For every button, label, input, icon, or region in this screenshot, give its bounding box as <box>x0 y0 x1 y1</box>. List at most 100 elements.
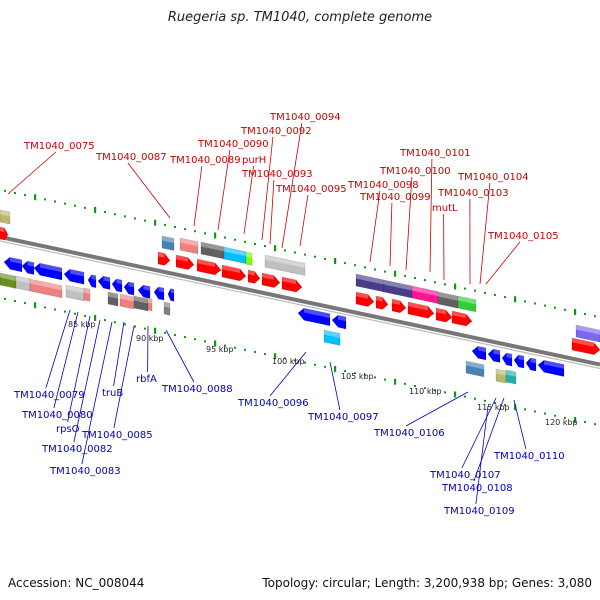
reverse-gene-arrow-shine <box>544 360 564 369</box>
feature-block-reverse-shine <box>148 298 152 304</box>
bottom-scale-tick <box>234 346 236 349</box>
gene-group <box>15 275 31 292</box>
gene-group <box>355 291 375 307</box>
forward-gene-arrow <box>451 310 473 327</box>
feature-block-forward-shine <box>412 286 438 297</box>
forward-gene-arrow <box>261 272 281 288</box>
bottom-scale-tick <box>494 401 496 404</box>
gene-group <box>437 291 459 309</box>
reverse-gene-arrow-shine <box>116 278 122 285</box>
top-scale-tick <box>424 279 426 282</box>
top-scale-tick <box>514 296 517 303</box>
gene-group <box>179 237 199 255</box>
top-scale-tick <box>244 240 246 243</box>
gene-label-top: TM1040_0087 <box>95 152 167 163</box>
feature-block-reverse <box>147 297 153 312</box>
label-leader-line <box>113 325 135 429</box>
bottom-scale-tick <box>394 378 397 385</box>
top-scale-tick <box>84 206 86 209</box>
bottom-scale-tick <box>354 372 356 375</box>
bottom-scale-tick <box>444 391 446 394</box>
feature-block-forward-shine <box>180 238 198 247</box>
bottom-scale-tick <box>224 344 226 347</box>
top-scale-tick <box>124 215 126 218</box>
top-scale-tick <box>394 270 397 277</box>
gene-group <box>355 273 385 293</box>
gene-group <box>245 251 253 266</box>
label-leader-line <box>67 315 91 423</box>
top-scale-tick <box>24 194 26 197</box>
kbp-scale-label: 100 kbp <box>272 357 305 366</box>
bottom-scale-tick <box>164 331 166 334</box>
gene-label-top: TM1040_0100 <box>379 166 451 177</box>
gene-group <box>281 276 303 293</box>
reverse-gene-arrow <box>525 357 537 372</box>
feature-block-forward-shine <box>356 274 384 285</box>
top-scale-tick <box>584 313 586 316</box>
gene-group <box>163 301 171 316</box>
feature-block-reverse-shine <box>120 294 134 302</box>
bottom-scale-tick <box>594 423 596 426</box>
backbone-line <box>0 235 600 367</box>
forward-gene-arrow-shine <box>176 255 188 262</box>
gene-label-top: TM1040_0104 <box>457 172 529 183</box>
forward-gene-arrow <box>355 291 375 307</box>
reverse-gene-arrow <box>97 275 111 290</box>
bottom-scale-tick <box>314 363 316 366</box>
label-leader-line <box>485 241 521 285</box>
bottom-scale-tick <box>214 340 217 347</box>
label-leader-line <box>81 321 113 465</box>
gene-label-bottom: TM1040_0096 <box>237 398 309 409</box>
bottom-scale-tick <box>464 395 466 398</box>
feature-block-forward-shine <box>458 296 476 305</box>
bottom-scale-tick <box>74 312 76 315</box>
gene-group <box>161 235 175 251</box>
bottom-scale-tick <box>554 414 556 417</box>
reverse-gene-arrow-shine <box>143 285 150 291</box>
reverse-gene-arrow-shine <box>103 276 110 282</box>
bottom-scale-tick <box>424 387 426 390</box>
reverse-gene-arrow <box>123 281 135 296</box>
gene-group <box>513 354 525 369</box>
bottom-scale-tick <box>34 302 37 309</box>
top-scale-tick <box>364 266 366 269</box>
genome-summary-text: Topology: circular; Length: 3,200,938 bp… <box>262 576 592 590</box>
gene-label-bottom: TM1040_0106 <box>373 428 445 439</box>
feature-block-reverse <box>505 369 517 385</box>
gene-group <box>383 279 413 299</box>
bottom-scale-tick <box>4 297 6 300</box>
forward-gene-arrow-shine <box>452 311 466 319</box>
label-leader-line <box>217 149 231 231</box>
gene-group <box>175 254 195 270</box>
gene-group <box>435 307 453 323</box>
gene-group <box>264 254 306 276</box>
label-leader-line <box>269 351 307 397</box>
feature-block-reverse <box>323 329 341 346</box>
forward-gene-arrow-shine <box>222 265 240 274</box>
forward-gene-arrow-shine <box>282 277 296 285</box>
bottom-scale-tick <box>84 314 86 317</box>
feature-block-reverse <box>163 301 171 316</box>
forward-gene-arrow <box>407 301 435 319</box>
label-leader-line <box>513 399 527 450</box>
gene-group <box>0 226 9 241</box>
top-scale-tick <box>414 276 416 279</box>
bottom-scale-tick <box>174 333 176 336</box>
gene-label-bottom: rpsO <box>56 424 80 435</box>
gene-group <box>297 308 331 327</box>
gene-group <box>487 348 501 363</box>
label-leader-line <box>113 321 125 387</box>
bottom-scale-tick <box>134 325 136 328</box>
gene-group <box>111 278 123 293</box>
bottom-scale-tick <box>194 338 196 341</box>
reverse-gene-arrow <box>153 286 165 301</box>
label-leader-line <box>429 158 433 273</box>
gene-group <box>63 269 85 285</box>
bottom-scale-tick <box>184 336 186 339</box>
top-scale-tick <box>54 200 56 203</box>
bottom-scale-tick <box>404 382 406 385</box>
bottom-scale-tick <box>574 416 577 423</box>
gene-group <box>571 337 600 355</box>
gene-group <box>137 284 151 299</box>
top-scale-tick <box>264 245 266 248</box>
